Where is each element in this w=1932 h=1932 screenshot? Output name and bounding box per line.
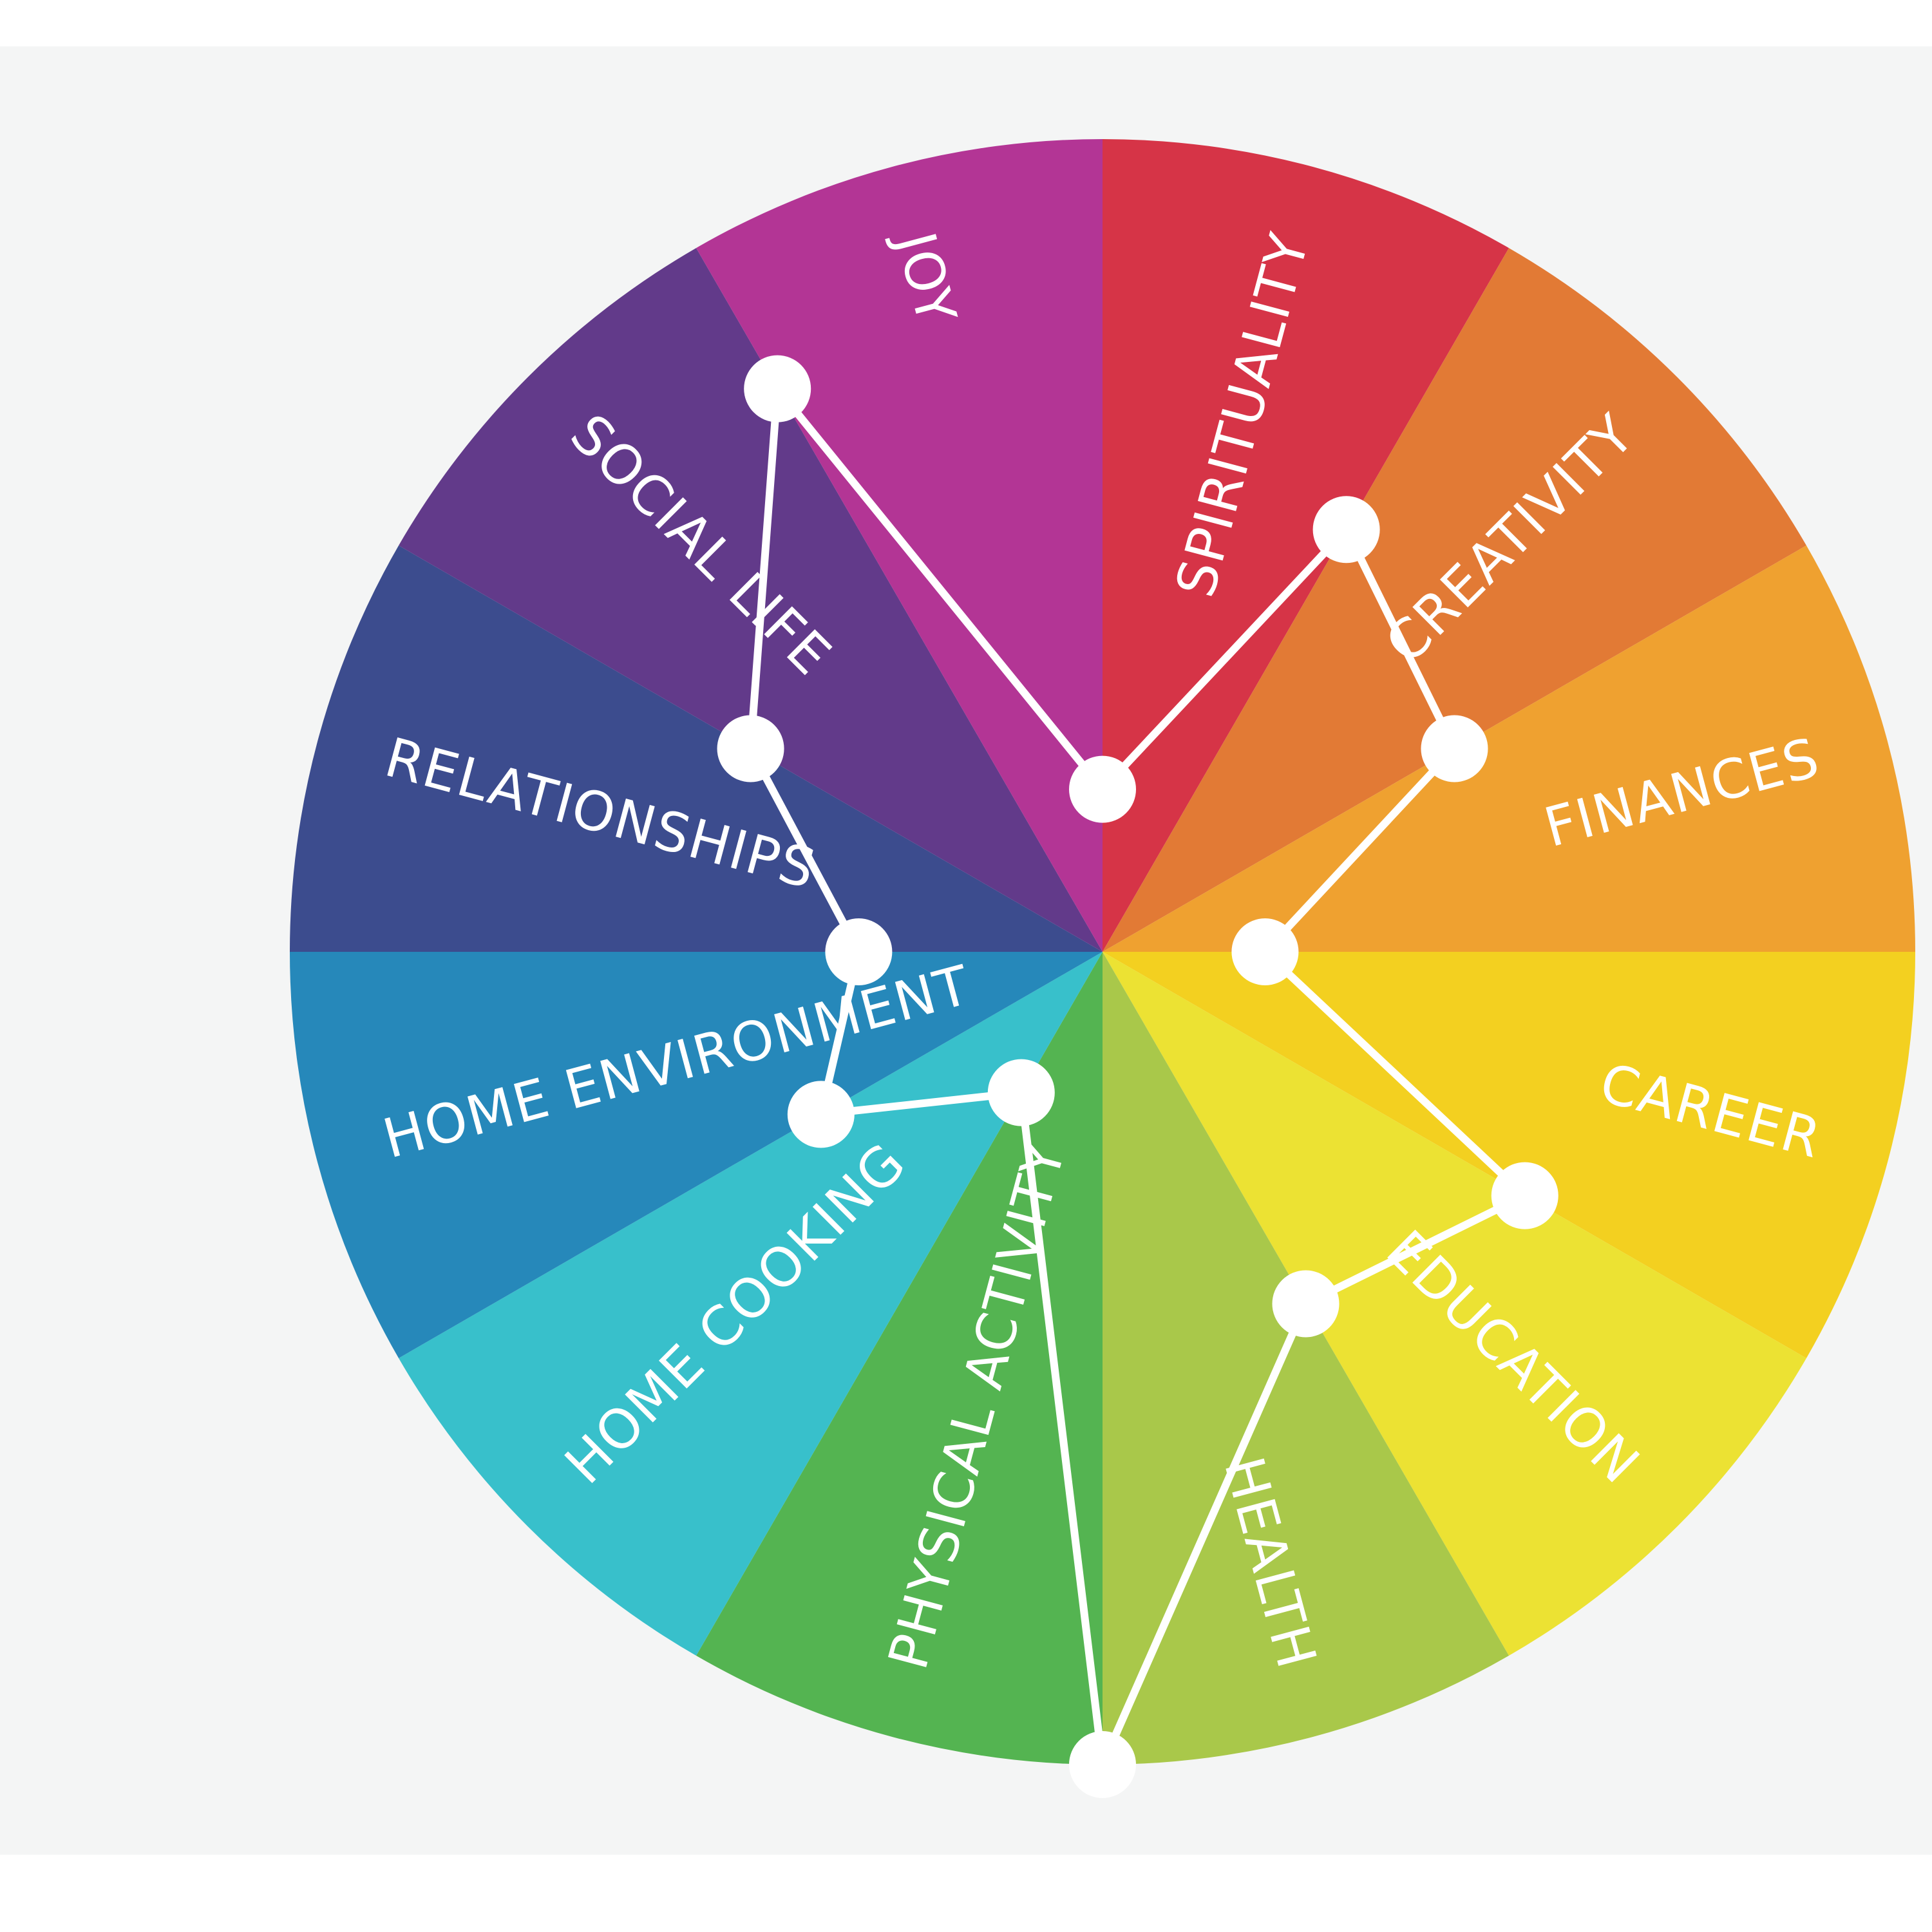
score-point-relationships — [825, 918, 893, 985]
score-point-home-environment — [787, 1081, 855, 1148]
score-point-career — [1231, 918, 1299, 985]
segment-health — [1103, 952, 1509, 1765]
score-profile-layer — [717, 355, 1558, 1798]
score-point-finances — [1421, 715, 1488, 782]
segment-home-environment — [290, 952, 1103, 1358]
score-point-social-life — [717, 715, 784, 782]
segment-joy — [696, 139, 1103, 952]
segment-spirituality — [1103, 139, 1509, 952]
score-point-joy — [744, 355, 811, 422]
score-point-spirituality — [1069, 755, 1136, 823]
score-point-health — [1272, 1270, 1340, 1338]
segment-creativity — [1103, 248, 1806, 952]
score-point-creativity — [1312, 496, 1380, 564]
score-point-physical-activity — [1069, 1731, 1136, 1798]
segment-physical-activity — [696, 952, 1103, 1765]
segment-relationships — [290, 545, 1103, 952]
segment-education — [1103, 952, 1806, 1656]
segment-career — [1103, 952, 1915, 1358]
score-point-education — [1491, 1162, 1558, 1229]
segment-finances — [1103, 545, 1915, 952]
segment-home-cooking — [399, 952, 1103, 1656]
segment-social-life — [399, 248, 1103, 952]
segments-layer — [290, 139, 1915, 1765]
score-point-home-cooking — [987, 1059, 1055, 1126]
